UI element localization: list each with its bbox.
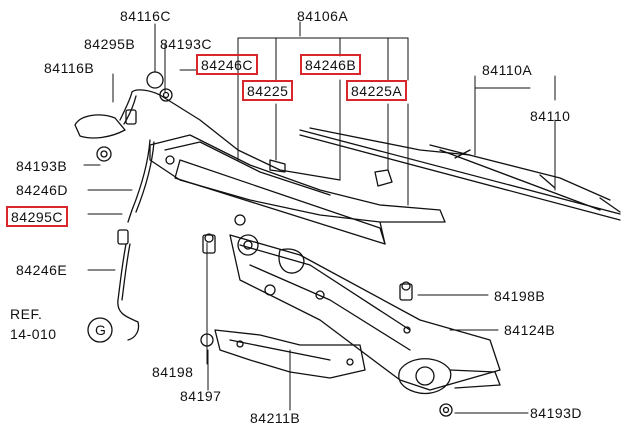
part-label-84110a: 84110A (482, 62, 533, 78)
part-label-84116c: 84116C (120, 8, 172, 24)
part-label-84110: 84110 (530, 108, 571, 124)
part-label-84211b: 84211B (250, 410, 301, 426)
part-label-84193d: 84193D (530, 405, 583, 421)
part-label-84198: 84198 (152, 364, 194, 380)
part-label-84246b: 84246B (300, 54, 362, 75)
part-label-84124b: 84124B (504, 322, 556, 338)
wiper-arm-linkage (149, 134, 446, 245)
part-label-84106a: 84106A (297, 8, 349, 24)
part-label-84198b: 84198B (494, 288, 546, 304)
ref-label: REF. (10, 306, 43, 322)
part-label-84246d: 84246D (16, 182, 69, 198)
washer-nozzle-hose (74, 71, 341, 343)
part-label-84116b: 84116B (44, 60, 95, 76)
part-label-84295c: 84295C (6, 206, 69, 227)
part-label-84225a: 84225A (346, 80, 408, 101)
part-label-84197: 84197 (180, 388, 222, 404)
part-label-84225: 84225 (242, 80, 294, 101)
ref-page-label: 14-010 (10, 326, 57, 342)
leader-lines (83, 21, 556, 414)
part-label-84193c: 84193C (160, 36, 213, 52)
part-label-84193b: 84193B (16, 158, 68, 174)
ref-g-marker: G (95, 322, 107, 338)
part-label-84295b: 84295B (84, 36, 136, 52)
part-label-84246e: 84246E (16, 262, 68, 278)
wiper-blades (299, 127, 621, 221)
motor-bracket (214, 329, 366, 379)
wiper-motor-assembly (200, 233, 501, 417)
part-label-84246c: 84246C (196, 54, 259, 75)
